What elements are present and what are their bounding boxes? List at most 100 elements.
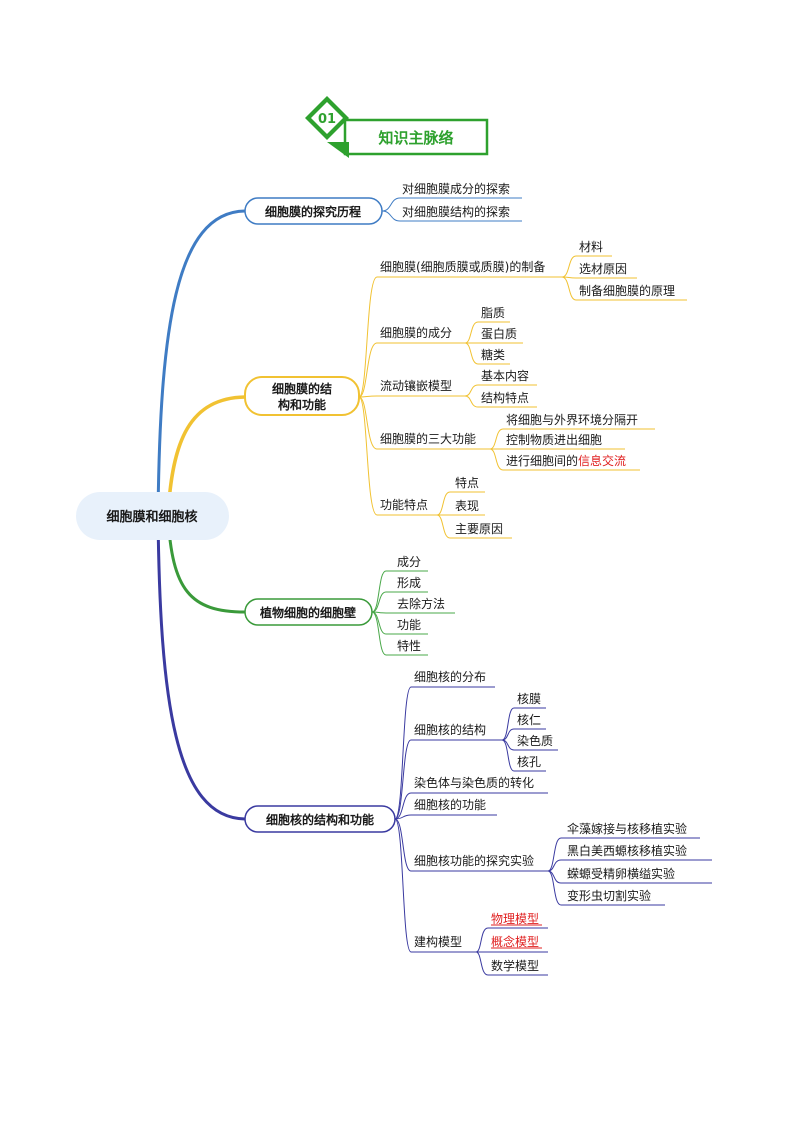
b2-chengfen-label: 细胞膜的成分 (380, 325, 452, 340)
b2-connector-gongneng (358, 396, 378, 450)
b2-gongneng-item-separate: 将细胞与外界环境分隔开 (506, 412, 638, 427)
b4-jiegou-item-envelope: 核膜 (517, 692, 541, 706)
section-badge-shadow (327, 142, 349, 158)
b3-item-composition: 成分 (397, 555, 421, 569)
b2-liudong-item-feature: 结构特点 (481, 390, 529, 405)
section-title-box (343, 118, 489, 156)
branch-membrane-history: 细胞膜的探究历程 对细胞膜成分的探索 对细胞膜结构的探索 (244, 181, 522, 225)
b4-shiyan-connector-1 (547, 837, 562, 872)
b4-jiegou-connector-4 (501, 739, 515, 772)
b4-moxing-connector-3 (475, 951, 489, 976)
b2-connector-chengfen (358, 342, 378, 398)
section-number-badge-inner (311, 102, 343, 134)
b3-item-formation: 形成 (397, 576, 421, 590)
b4-zhuanhua-label: 染色体与染色质的转化 (414, 775, 534, 790)
b4-shiyan-item-acetabularia: 伞藻嫁接与核移植实验 (567, 821, 687, 836)
b2-gongneng-label: 细胞膜的三大功能 (380, 431, 476, 446)
b4-connector-moxing (394, 818, 412, 953)
b4-jiegou-item-nucleolus: 核仁 (517, 713, 541, 727)
connector-b4 (156, 514, 247, 821)
b2-chengfen-item-sugar: 糖类 (481, 347, 505, 362)
b3-connector-2 (371, 591, 387, 613)
branch-cell-wall-label: 植物细胞的细胞壁 (259, 605, 356, 620)
b3-connector-5 (371, 611, 387, 656)
b4-shiyan-item-axolotl: 黑白美西螈核移植实验 (567, 843, 687, 858)
b2-tedian-connector-1 (436, 491, 451, 516)
b2-zhibei-label: 细胞膜(细胞质膜或质膜)的制备 (380, 259, 545, 274)
b2-chengfen-item-lipid: 脂质 (481, 305, 505, 320)
b4-gongneng-label: 细胞核的功能 (414, 797, 486, 812)
b4-moxing-connector-1 (475, 927, 489, 953)
b2-zhibei-connector-1 (561, 255, 577, 278)
b2-gongneng-connector-1 (489, 428, 504, 450)
root-node[interactable]: 细胞膜和细胞核 (76, 492, 229, 540)
b4-shiyan-item-amoeba: 变形虫切割实验 (567, 888, 651, 903)
b1-item-composition: 对细胞膜成分的探索 (402, 181, 510, 196)
b2-connector-liudong (358, 395, 378, 398)
b4-jiegou-connector-2 (501, 728, 515, 741)
connector-b2 (166, 395, 247, 518)
b2-liudong-label: 流动镶嵌模型 (380, 378, 452, 393)
b4-connector-jiegou (394, 739, 412, 820)
b3-item-removal: 去除方法 (397, 596, 445, 611)
b2-gongneng-item-control: 控制物质进出细胞 (506, 433, 602, 447)
b1-connector-1 (381, 197, 401, 212)
b3-connector-1 (371, 570, 387, 613)
b3-item-function: 功能 (397, 618, 421, 632)
branch-membrane-structure-box[interactable] (244, 376, 360, 416)
b2-chengfen-connector-1 (464, 321, 479, 344)
b4-shiyan-connector-4 (547, 870, 562, 906)
b2-gongneng-item-communication: 进行细胞间的信息交流 (506, 453, 626, 468)
b4-jiegou-connector-1 (501, 707, 515, 741)
b2-tedian-item-performance: 表现 (455, 499, 479, 513)
b4-fenbu-label: 细胞核的分布 (414, 669, 486, 684)
branch-nucleus-label: 细胞核的结构和功能 (266, 812, 374, 827)
b1-item-structure: 对细胞膜结构的探索 (402, 204, 510, 219)
b2-zhibei-item-material: 材料 (579, 240, 603, 254)
section-number: 01 (318, 112, 336, 127)
b4-connector-gongneng (394, 814, 412, 820)
b4-moxing-item-physical: 物理模型 (491, 912, 539, 926)
branch-membrane-structure: 细胞膜的结 构和功能 细胞膜(细胞质膜或质膜)的制备 材料 选材原因 制备细胞膜… (244, 240, 687, 539)
branch-membrane-structure-label-1: 细胞膜的结 (272, 381, 332, 396)
b4-connector-fenbu (394, 686, 412, 820)
b3-item-property: 特性 (397, 638, 421, 653)
root-node-box (76, 492, 229, 540)
b4-moxing-item-conceptual: 概念模型 (491, 934, 539, 949)
b2-chengfen-item-protein: 蛋白质 (481, 326, 517, 341)
branch-nucleus: 细胞核的结构和功能 细胞核的分布 细胞核的结构 核膜 核仁 染色质 核孔 染色体… (244, 669, 712, 976)
branch-membrane-structure-label-2: 构和功能 (278, 397, 326, 412)
b2-gongneng-item-communication-prefix: 进行细胞间的 (506, 453, 578, 468)
b2-liudong-connector-1 (464, 384, 479, 397)
b4-shiyan-label: 细胞核功能的探究实验 (414, 853, 534, 868)
b2-liudong-item-content: 基本内容 (481, 368, 529, 383)
root-node-label: 细胞膜和细胞核 (106, 509, 197, 525)
section-header: 01 知识主脉络 (305, 96, 489, 158)
branch-cell-wall: 植物细胞的细胞壁 成分 形成 去除方法 功能 特性 (244, 555, 455, 656)
b2-zhibei-connector-3 (561, 276, 577, 301)
b4-moxing-item-mathematical: 数学模型 (491, 958, 539, 973)
b2-gongneng-item-communication-highlight: 信息交流 (578, 453, 626, 468)
b2-tedian-label: 功能特点 (380, 497, 428, 512)
connector-b1 (156, 209, 247, 518)
b2-gongneng-connector-3 (489, 448, 504, 471)
b2-connector-zhibei (358, 276, 378, 398)
b2-tedian-connector-3 (436, 514, 451, 539)
section-title: 知识主脉络 (378, 129, 453, 147)
b4-shiyan-connector-2 (547, 859, 562, 872)
branch-membrane-history-label: 细胞膜的探究历程 (265, 204, 361, 219)
b4-jiegou-label: 细胞核的结构 (414, 722, 486, 737)
b4-shiyan-item-newt: 蝾螈受精卵横缢实验 (567, 866, 675, 881)
b2-zhibei-item-reason: 选材原因 (579, 262, 627, 276)
b2-liudong-connector-2 (464, 395, 479, 408)
b1-connector-2 (381, 210, 401, 222)
b4-moxing-label: 建构模型 (414, 934, 462, 949)
b2-zhibei-item-principle: 制备细胞膜的原理 (579, 283, 675, 298)
b4-jiegou-item-chromatin: 染色质 (517, 733, 553, 748)
b2-tedian-item-reason: 主要原因 (455, 522, 503, 536)
b4-jiegou-item-pore: 核孔 (517, 755, 541, 769)
b4-connector-zhuanhua (394, 792, 412, 820)
b2-chengfen-connector-3 (464, 342, 479, 365)
b2-tedian-item-feature: 特点 (455, 475, 479, 490)
